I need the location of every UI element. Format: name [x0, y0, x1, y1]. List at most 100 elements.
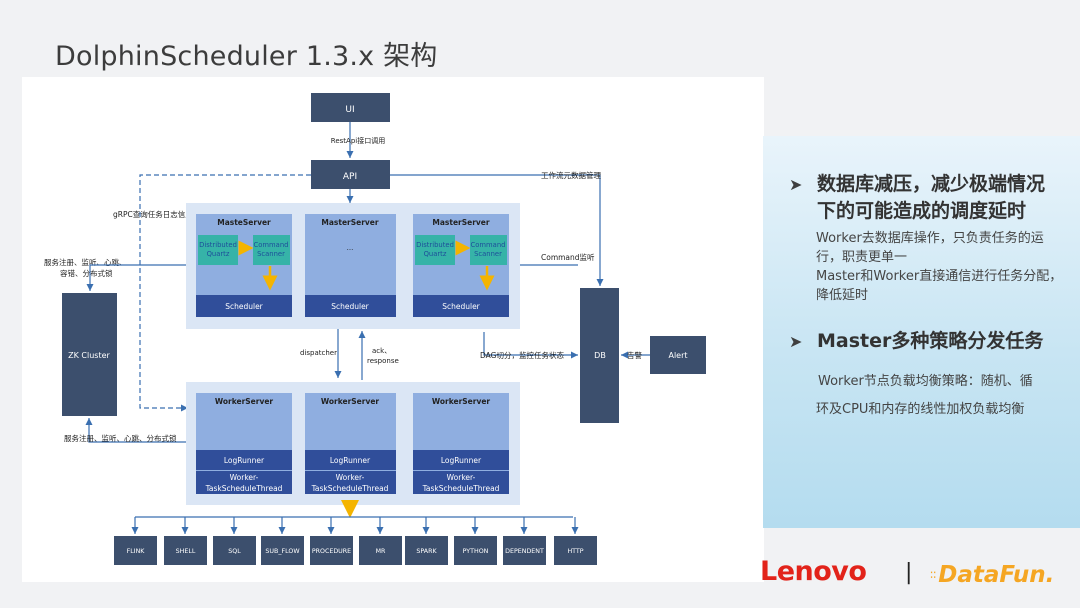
lenovo-logo: Lenovo	[760, 556, 867, 587]
master-2-scheduler	[305, 295, 396, 317]
dag-line	[483, 332, 578, 359]
worker-2-logrunner	[305, 450, 396, 470]
master-1-cs-2: Scanner	[257, 250, 285, 258]
master-1-dq-1: Distributed	[199, 241, 237, 249]
task-box	[261, 536, 304, 565]
master-1-scheduler	[196, 295, 292, 317]
db-box	[580, 288, 619, 423]
master-1-scheduler-label: Scheduler	[225, 302, 263, 311]
ui-label: UI	[345, 105, 354, 115]
point-2-body-line: Worker节点负载均衡策略：随机、循	[818, 374, 1033, 389]
task-box	[213, 536, 256, 565]
point-2-head: Master多种策略分发任务	[817, 330, 1044, 352]
worker-2-ts	[305, 471, 396, 494]
master-3-dq-1: Distributed	[416, 241, 454, 249]
task-box	[164, 536, 207, 565]
point-1-head-line-2: 下的可能造成的调度延时	[817, 200, 1027, 222]
db-label: DB	[594, 351, 606, 360]
task-row: FLINK SHELL SQL SUB_FLOW PROCEDURE MR SPARK PYT…	[114, 517, 597, 565]
master-3-cs-2: Scanner	[474, 250, 502, 258]
task-label: PYTHON	[463, 548, 489, 555]
worker-3-ts-2: TaskScheduleThread	[422, 484, 500, 493]
point-1-body: Worker去数据库操作，只负责任务的运 行，职责更单一 Master和Work…	[816, 229, 1062, 305]
master-3-dq	[415, 235, 455, 265]
worker-3-title: WorkerServer	[432, 397, 491, 406]
dispatcher-label: dispatcher	[300, 349, 337, 357]
zk-reg-bottom: 服务注册、监听、心跳、分布式锁	[64, 433, 177, 443]
api-label: API	[343, 172, 357, 182]
point-1-body-line: 行，职责更单一	[816, 250, 908, 265]
zk-reg-top-2: 容错、分布式锁	[60, 268, 113, 278]
task-box	[503, 536, 546, 565]
master-1-dq	[198, 235, 238, 265]
master-1-cs	[253, 235, 290, 265]
footer-separator: |	[905, 560, 913, 585]
master-3-scheduler	[413, 295, 509, 317]
master-3-cs-1: Command	[471, 241, 506, 249]
master-2-scheduler-label: Scheduler	[331, 302, 369, 311]
worker-1-logrunner-label: LogRunner	[224, 456, 265, 465]
zk-cluster-label: ZK Cluster	[68, 351, 110, 360]
rest-label: RestApi接口调用	[331, 136, 385, 145]
ui-box	[311, 93, 390, 122]
zk-reg-bottom-line	[85, 418, 186, 443]
grpc-label: gRPC查询任务日志信息	[113, 209, 193, 219]
alarm-label: 告警	[627, 350, 642, 360]
api-box	[311, 160, 390, 189]
point-1-body-line: Worker去数据库操作，只负责任务的运	[816, 231, 1044, 246]
datafun-dots-icon: ∶∶	[930, 568, 937, 582]
task-box	[310, 536, 353, 565]
worker-3-ts-1: Worker-	[447, 473, 476, 482]
zk-reg-top-line	[86, 264, 186, 291]
alert-box	[650, 336, 706, 374]
task-label: HTTP	[567, 548, 583, 555]
highlights-panel	[763, 136, 1080, 528]
task-label: SPARK	[416, 548, 437, 555]
task-label: SUB_FLOW	[265, 548, 300, 555]
worker-1-logrunner	[196, 450, 292, 470]
task-label: FLINK	[127, 548, 146, 555]
dag-label: DAG切分，监控任务状态	[480, 350, 564, 360]
worker-2-ts-1: Worker-	[336, 473, 365, 482]
zk-cluster-box	[62, 293, 117, 416]
worker-3-logrunner	[413, 450, 509, 470]
task-box	[405, 536, 448, 565]
worker-2-title: WorkerServer	[321, 397, 380, 406]
master-3-dq-2: Quartz	[424, 250, 447, 258]
zk-reg-top-1: 服务注册、监听、心跳、	[44, 257, 127, 267]
master-2-title: MasterServer	[321, 218, 379, 227]
task-box	[114, 536, 157, 565]
point-2-body-line: 环及CPU和内存的线性加权负载均衡	[816, 402, 1025, 417]
task-label: PROCEDURE	[312, 548, 351, 555]
datafun-text: DataFun.	[938, 562, 1055, 588]
task-label: MR	[376, 548, 386, 555]
master-3-cs	[470, 235, 507, 265]
point-1-head: 数据库减压，减少极端情况 下的可能造成的调度延时	[817, 171, 1045, 225]
datafun-logo: ∶∶ DataFun.	[930, 562, 1054, 588]
command-label: Command监听	[541, 252, 595, 262]
point-1-body-line: 降低延时	[816, 288, 869, 303]
point-1: ➤ 数据库减压，减少极端情况 下的可能造成的调度延时	[789, 171, 1045, 225]
master-3-title: MasterServer	[432, 218, 490, 227]
master-1-cs-1: Command	[254, 241, 289, 249]
point-2-body: Worker节点负载均衡策略：随机、循 环及CPU和内存的线性加权负载均衡	[816, 368, 1033, 424]
workflow-line	[390, 174, 604, 286]
grpc-dashed-line	[139, 174, 311, 412]
task-label: SQL	[228, 548, 241, 555]
task-label: SHELL	[176, 548, 196, 555]
task-label: DEPENDENT	[505, 548, 544, 555]
master-3-scheduler-label: Scheduler	[442, 302, 480, 311]
worker-1-ts	[196, 471, 292, 494]
task-box	[554, 536, 597, 565]
worker-2-ts-2: TaskScheduleThread	[311, 484, 389, 493]
master-1-dq-2: Quartz	[207, 250, 230, 258]
ack-label-1: ack、	[372, 347, 391, 355]
worker-3-logrunner-label: LogRunner	[441, 456, 482, 465]
arrow-bullet-icon: ➤	[789, 332, 803, 351]
master-1-title: MasteServer	[217, 218, 271, 227]
worker-2-logrunner-label: LogRunner	[330, 456, 371, 465]
arrow-bullet-icon: ➤	[789, 175, 803, 194]
worker-1-ts-2: TaskScheduleThread	[205, 484, 283, 493]
task-box	[454, 536, 497, 565]
point-1-head-line-1: 数据库减压，减少极端情况	[817, 173, 1046, 195]
